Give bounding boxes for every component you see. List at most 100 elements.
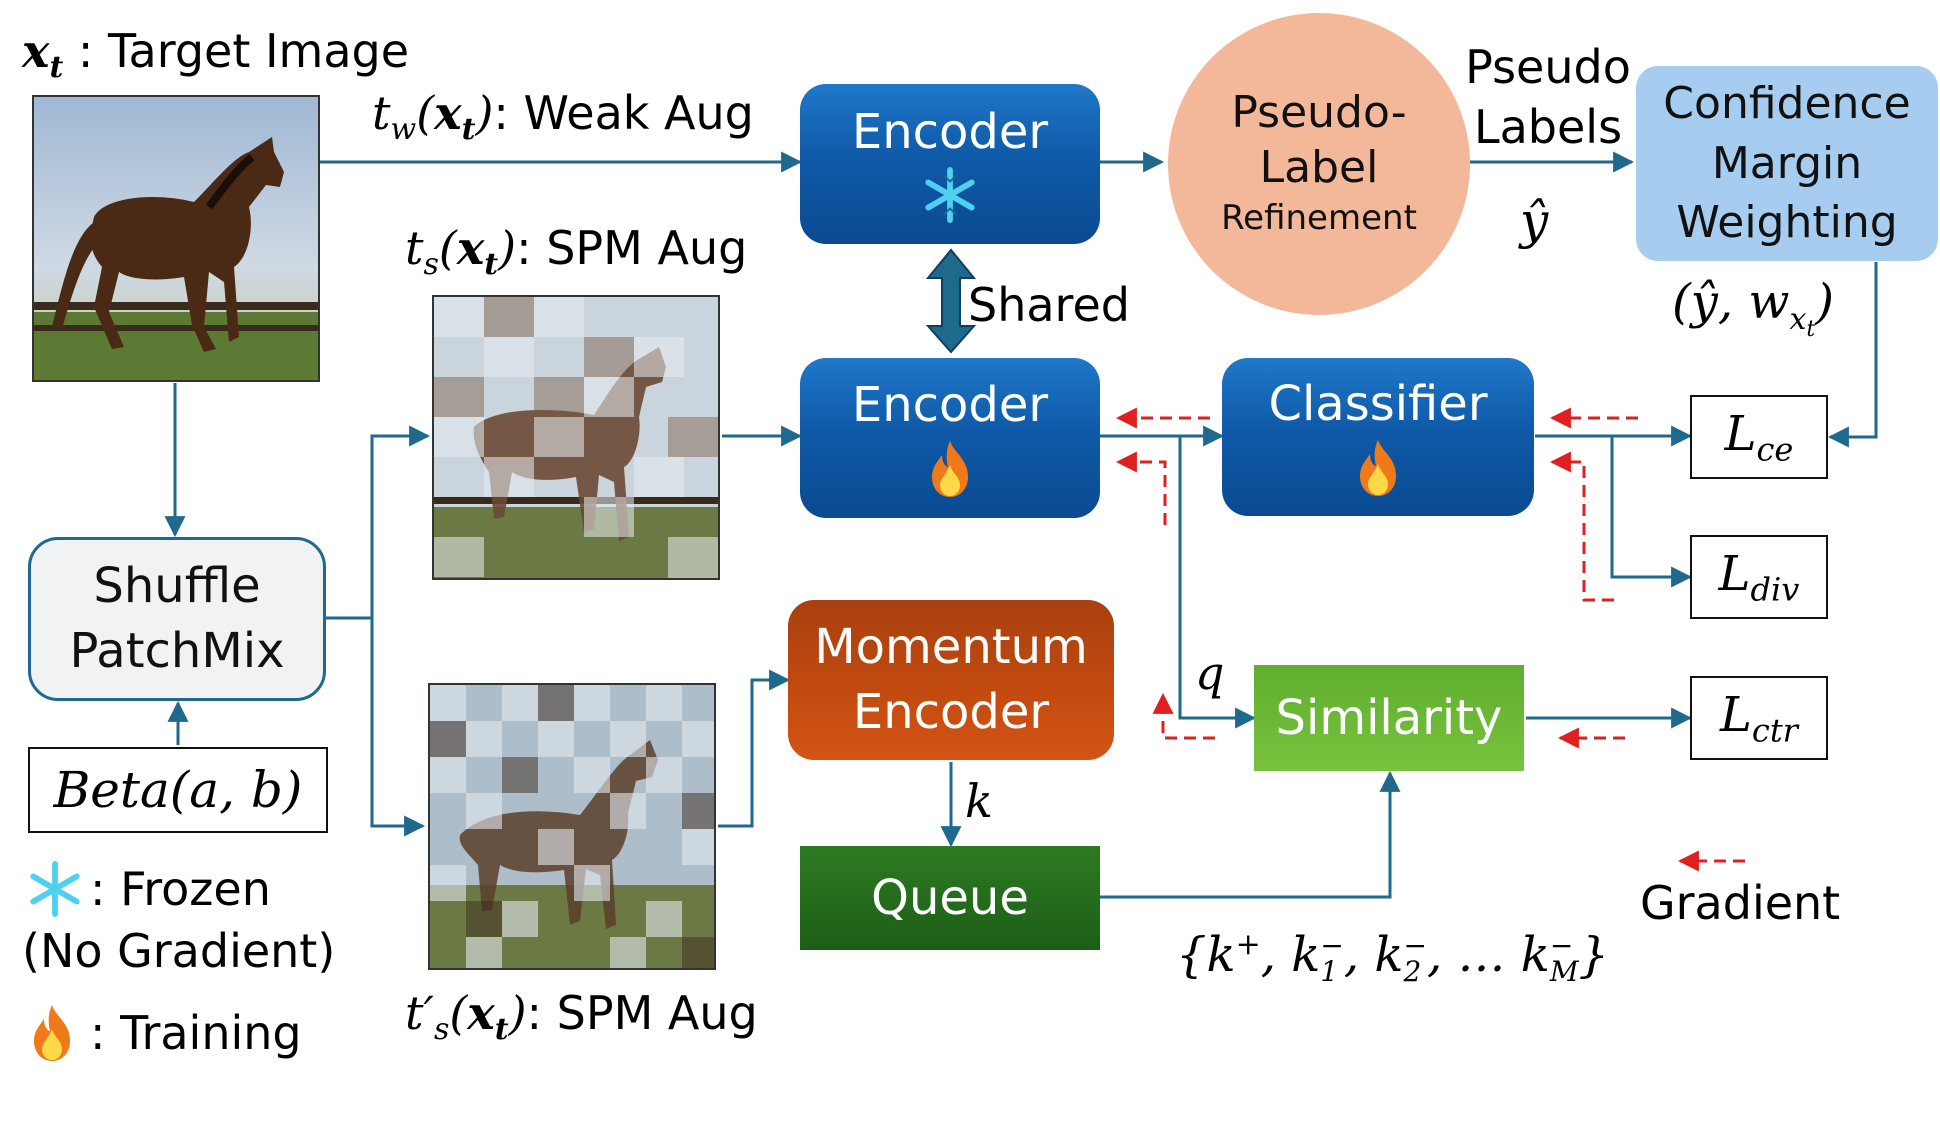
ks-sep1: , (1260, 927, 1292, 983)
weak-fn: t (372, 86, 391, 140)
shuffle-line2: PatchMix (69, 623, 285, 679)
loss-ctr-L: L (1720, 686, 1752, 743)
classifier-label: Classifier (1268, 376, 1488, 432)
encoder-frozen-label: Encoder (851, 104, 1049, 160)
loss-div-box: Ldiv (1690, 535, 1828, 619)
wire-queue-to-sim (1100, 770, 1401, 899)
loss-ce-sub: ce (1756, 430, 1794, 469)
target-label-text: : Target Image (63, 24, 410, 78)
spm2-fn-sub: s (433, 1012, 450, 1048)
legend-frozen-text: : Frozen (90, 862, 271, 916)
grad-sim-to-q (1152, 692, 1215, 740)
snowflake-icon (30, 860, 80, 918)
loss-ce-box: Lce (1690, 395, 1828, 479)
wire-spm2-to-momentum (718, 669, 791, 828)
ks-mM: − (1549, 929, 1574, 963)
loss-ctr-box: Lctr (1690, 676, 1828, 760)
ks-sep2: , (1343, 927, 1375, 983)
ks-kM: k (1520, 927, 1550, 983)
spm2-fn: t′ (405, 986, 434, 1040)
ks-k2: k (1374, 927, 1404, 983)
loss-ce-L: L (1724, 405, 1757, 462)
yw-yhat: ŷ (1690, 274, 1718, 330)
loss-div-L: L (1718, 545, 1751, 602)
queue-label: Queue (871, 870, 1029, 926)
ks-close: } (1578, 927, 1610, 983)
grad-ldiv-to-cls (1549, 451, 1614, 602)
pseudo-labels-line2: Labels (1473, 99, 1623, 154)
yw-wsub: x (1789, 301, 1807, 337)
target-image-label: xt : Target Image (22, 28, 409, 83)
legend-gradient-text: Gradient (1640, 876, 1841, 930)
legend-frozen: : Frozen (26, 860, 271, 918)
yw-w: w (1748, 274, 1790, 330)
k-label: k (965, 774, 993, 828)
grad-enc-lower (1115, 451, 1167, 525)
beta-distribution-box: Beta(a, b) (28, 747, 328, 833)
spm-aug-label-1: ts(xt): SPM Aug (405, 221, 748, 283)
momentum-line2: Encoder (852, 684, 1050, 740)
ks-k1: k (1291, 927, 1321, 983)
pseudo-labels-text: Pseudo Labels (1462, 38, 1634, 158)
ks-k0: k (1206, 927, 1236, 983)
momentum-encoder: Momentum Encoder (788, 600, 1114, 760)
wire-q-to-sim (1178, 436, 1257, 729)
target-horse-image (32, 95, 320, 382)
encoder-trainable: Encoder (800, 358, 1100, 518)
weak-arg-sub: t (461, 112, 476, 148)
y-hat-label: ŷ (1520, 192, 1549, 250)
spm1-fn-sub: s (423, 247, 439, 283)
plr-line3: Refinement (1221, 198, 1417, 239)
target-var: x (22, 24, 50, 78)
momentum-line1: Momentum (814, 619, 1088, 676)
ks-m2: − (1403, 929, 1427, 963)
loss-ctr-sub: ctr (1751, 711, 1798, 750)
legend-no-gradient: (No Gradient) (22, 924, 336, 978)
snowflake-icon (925, 166, 975, 224)
spm1-fn: t (405, 221, 424, 275)
yw-open: ( (1672, 274, 1691, 330)
ks-plus: + (1235, 927, 1261, 962)
patch-mixed-horse-1 (434, 297, 718, 578)
encoder-frozen: Encoder (800, 84, 1100, 244)
plr-line1: Pseudo- (1231, 87, 1407, 139)
ks-m1: − (1320, 929, 1344, 963)
ks-s2: 2 (1403, 954, 1422, 988)
shuffle-patchmix-box: Shuffle PatchMix (28, 537, 326, 701)
yw-close: ) (1815, 274, 1834, 330)
yw-wsubsub: t (1806, 316, 1816, 342)
encoder-train-label: Encoder (851, 377, 1049, 433)
shared-double-arrow (925, 248, 977, 354)
confidence-margin-weighting: Confidence Margin Weighting (1636, 66, 1938, 261)
wire-conf-to-lce (1827, 262, 1878, 448)
loss-div-sub: div (1750, 570, 1800, 609)
spm2-text: : SPM Aug (526, 986, 758, 1040)
spm2-arg-sub: t (494, 1012, 509, 1048)
patch-mixed-horse-2 (430, 685, 714, 968)
fire-icon (1360, 440, 1396, 496)
queue-box: Queue (800, 846, 1100, 950)
weak-aug-label: tw(xt): Weak Aug (372, 86, 754, 148)
fire-icon (34, 1005, 70, 1061)
ks-open: { (1176, 927, 1207, 983)
spm1-arg: x (456, 221, 485, 275)
legend-training: : Training (26, 1002, 302, 1064)
ks-s1: 1 (1320, 954, 1339, 988)
shuffle-line1: Shuffle (93, 558, 261, 615)
yw-comma: , (1717, 274, 1749, 330)
shared-label: Shared (968, 278, 1130, 332)
conf-line1: Confidence (1663, 78, 1911, 130)
ks-sM: M (1549, 954, 1579, 988)
conf-line2: Margin (1711, 137, 1863, 189)
keys-set-label: {k+, k−1, k−2, … k−M} (1176, 927, 1610, 988)
spm-augmented-image-2 (428, 683, 716, 970)
conf-line3: Weighting (1676, 197, 1898, 249)
pseudo-label-refinement: Pseudo- Label Refinement (1168, 13, 1470, 315)
weak-aug-text: : Weak Aug (493, 86, 754, 140)
spm-aug-label-2: t′s(xt): SPM Aug (405, 986, 758, 1048)
spm1-arg-sub: t (484, 247, 499, 283)
wire-shuffle-to-spm (325, 425, 431, 620)
ks-dots: , … (1426, 927, 1521, 983)
target-var-sub: t (49, 50, 64, 86)
